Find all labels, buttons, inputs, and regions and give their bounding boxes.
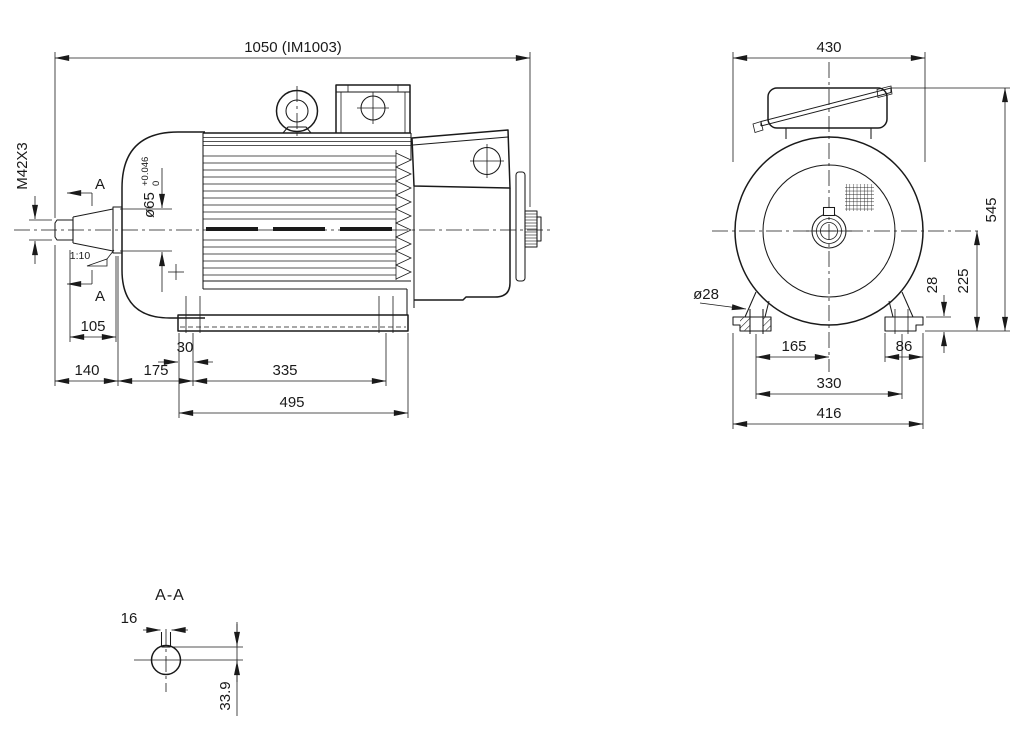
- front-view: 430 545 225 28 ø28 165: [693, 39, 1010, 429]
- lid-tab-right: [876, 85, 893, 98]
- shaft-end: [54, 206, 123, 254]
- section-view: A-A 16 33.9: [121, 587, 243, 716]
- taper-callout: 1:10: [70, 249, 115, 267]
- side-view: 1050 (IM1003) M42X3 ø65 +0.046 0 A A: [14, 39, 553, 418]
- dim-text-545: 545: [983, 197, 1000, 222]
- dim-text-16: 16: [121, 610, 138, 627]
- dim-175: 175: [117, 333, 194, 386]
- dim-text-105: 105: [80, 318, 105, 335]
- center-mark: [168, 264, 184, 280]
- endshield-circle: [762, 164, 896, 298]
- dim-545: 545: [891, 87, 1010, 332]
- dim-overall-length: 1050 (IM1003): [54, 39, 531, 218]
- terminal-box-front: [752, 85, 893, 139]
- fin-sawtooth-edge: [395, 152, 412, 280]
- dim-key-width: 16: [121, 610, 188, 633]
- front-endshield: [121, 131, 205, 319]
- lid-tab-left: [752, 120, 764, 134]
- dim-text-86: 86: [896, 338, 913, 355]
- foot-hole-label: ø28: [693, 286, 719, 303]
- dim-495: 495: [178, 333, 409, 418]
- base-plate: [177, 296, 409, 333]
- terminal-box-side: [335, 84, 411, 133]
- dim-165: 165: [755, 334, 830, 399]
- dim-shaft-diameter: ø65 +0.046 0: [120, 157, 172, 292]
- cooling-fins: [202, 132, 412, 315]
- dim-225: 225: [955, 230, 980, 332]
- dim-text-430: 430: [816, 39, 841, 56]
- dim-416: 416: [732, 333, 924, 429]
- frame-outer-circle: [734, 136, 924, 326]
- vent-grid: [845, 184, 874, 211]
- rear-housing: [413, 171, 542, 308]
- dim-text-165: 165: [781, 338, 806, 355]
- thread-label: M42X3: [14, 142, 31, 190]
- shaft-dia-label: ø65: [141, 192, 158, 218]
- shaft-stub-knurl: [525, 213, 537, 245]
- taper-label: 1:10: [70, 250, 91, 262]
- dim-text-335: 335: [272, 362, 297, 379]
- dim-text-1050: 1050 (IM1003): [244, 39, 342, 56]
- dim-key-depth: 33.9: [172, 622, 243, 716]
- dim-text-33-9: 33.9: [217, 681, 234, 710]
- dim-text-140: 140: [74, 362, 99, 379]
- dim-text-28: 28: [924, 277, 941, 294]
- dim-430: 430: [732, 39, 926, 162]
- section-title: A-A: [155, 587, 185, 604]
- dim-thread: M42X3: [14, 142, 52, 264]
- shaft-hub: [806, 206, 852, 249]
- dim-text-225: 225: [955, 268, 972, 293]
- dim-330: 330: [755, 334, 903, 399]
- shaft-keyway-notch: [822, 206, 836, 217]
- rear-cover-plate: [411, 129, 511, 189]
- dim-140: 140: [54, 245, 119, 386]
- dim-86: 86: [884, 333, 924, 362]
- shaft-dia-tol-upper: +0.046: [140, 157, 151, 186]
- mounting-feet: [732, 291, 924, 334]
- lifting-eyebolt: [275, 86, 319, 140]
- dim-28: 28: [924, 277, 951, 353]
- dim-text-416: 416: [816, 405, 841, 422]
- dim-105: 105: [69, 250, 117, 342]
- foot-hole-callout: ø28: [693, 286, 747, 311]
- section-a-top-label: A: [95, 176, 105, 193]
- keyway: [160, 632, 172, 648]
- section-marker-bottom: A: [66, 270, 105, 305]
- dim-335: 335: [192, 333, 387, 386]
- dim-text-330: 330: [816, 375, 841, 392]
- dim-text-495: 495: [279, 394, 304, 411]
- dim-text-175: 175: [143, 362, 168, 379]
- section-a-bottom-label: A: [95, 288, 105, 305]
- dim-text-30: 30: [177, 339, 194, 356]
- section-marker-top: A: [66, 176, 105, 206]
- dim-30: 30: [158, 333, 213, 418]
- shaft-dia-tol-lower: 0: [151, 181, 162, 186]
